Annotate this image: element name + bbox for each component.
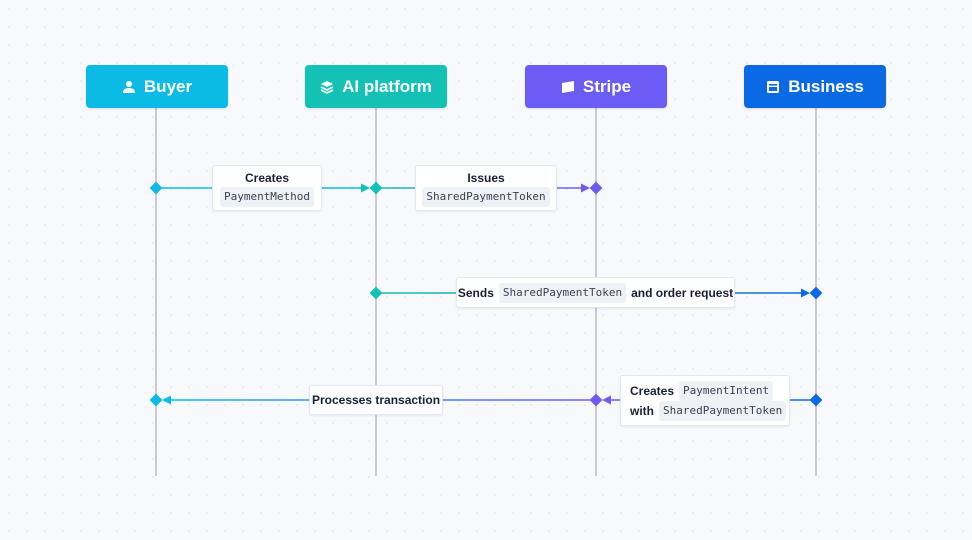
message-4-preposition: with bbox=[630, 403, 654, 418]
actor-ai-platform: AI platform bbox=[305, 65, 447, 108]
layers-icon bbox=[320, 80, 334, 94]
actor-business: Business bbox=[744, 65, 886, 108]
message-1-verb: Creates bbox=[244, 171, 290, 185]
store-icon bbox=[766, 80, 780, 94]
message-3-code: SharedPaymentToken bbox=[498, 282, 627, 303]
actor-stripe: Stripe bbox=[525, 65, 667, 108]
actor-label: Business bbox=[788, 76, 864, 96]
message-3-verb: Sends bbox=[457, 285, 494, 300]
flag-icon bbox=[561, 80, 575, 94]
message-3-label: Sends SharedPaymentToken and order reque… bbox=[456, 277, 735, 308]
actor-label: AI platform bbox=[342, 76, 432, 96]
user-icon bbox=[122, 80, 136, 94]
message-2-code: SharedPaymentToken bbox=[422, 187, 550, 207]
message-4-code-1: PaymentIntent bbox=[679, 380, 774, 401]
actor-label: Stripe bbox=[582, 76, 632, 96]
message-3-suffix: and order request bbox=[631, 285, 734, 300]
message-4-verb: Creates bbox=[630, 383, 675, 398]
message-2-verb: Issues bbox=[467, 171, 505, 185]
message-4-code-2: SharedPaymentToken bbox=[659, 400, 787, 421]
message-5-label: Processes transaction bbox=[309, 385, 443, 415]
actor-buyer: Buyer bbox=[86, 65, 228, 108]
message-1-code: PaymentMethod bbox=[219, 187, 315, 207]
message-5-text: Processes transaction bbox=[311, 393, 441, 407]
message-1-label: Creates PaymentMethod bbox=[212, 165, 322, 211]
message-4-label: Creates PaymentIntent with SharedPayment… bbox=[620, 375, 790, 426]
message-2-label: Issues SharedPaymentToken bbox=[415, 165, 557, 211]
actor-label: Buyer bbox=[143, 76, 193, 96]
